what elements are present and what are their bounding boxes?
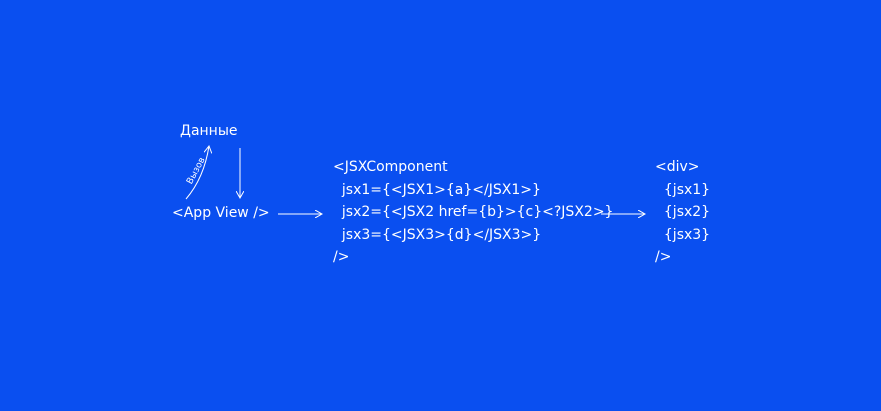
component-line: /> — [333, 249, 350, 265]
output-block: <div> {jsx1} {jsx2} {jsx3} /> — [655, 156, 710, 269]
output-line: {jsx1} — [655, 181, 711, 198]
output-line: <div> — [655, 159, 700, 175]
component-line: jsx1={<JSX1>{a}</JSX1>} — [333, 181, 541, 198]
component-line: <JSXComponent — [333, 159, 448, 175]
output-line: /> — [655, 249, 672, 265]
component-line: jsx2={<JSX2 href={b}>{c}<?JSX2>} — [333, 204, 614, 220]
output-line: {jsx3} — [655, 226, 711, 243]
app-view-label: <App View /> — [172, 205, 270, 221]
data-label: Данные — [180, 123, 238, 139]
output-line: {jsx2} — [655, 204, 711, 220]
component-line: jsx3={<JSX3>{d}</JSX3>} — [333, 226, 542, 243]
call-arrow — [185, 146, 209, 200]
component-block: <JSXComponent jsx1={<JSX1>{a}</JSX1>} js… — [333, 156, 613, 269]
